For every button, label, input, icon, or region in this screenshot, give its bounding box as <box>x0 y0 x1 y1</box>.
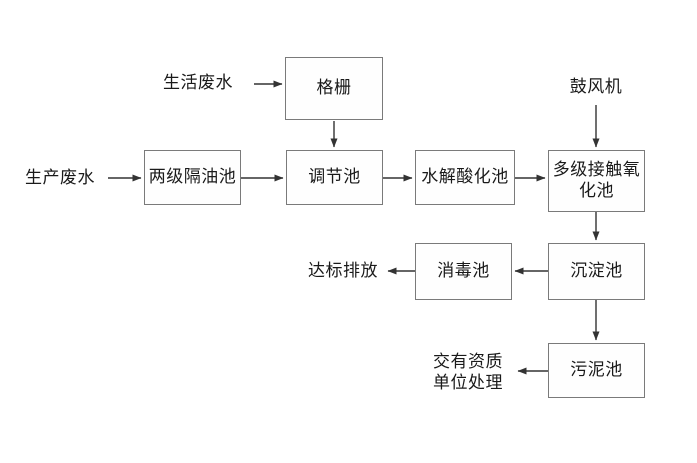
process-box-tiaojiechi[interactable]: 调节池 <box>286 150 383 205</box>
process-box-geshan[interactable]: 格栅 <box>285 57 383 120</box>
label-dabiao_paifang: 达标排放 <box>308 260 378 281</box>
process-box-chendianchi[interactable]: 沉淀池 <box>548 243 645 300</box>
label-shenghuo_feishui: 生活废水 <box>163 72 233 93</box>
label-jiaoyou_zizhi: 交有资质 单位处理 <box>433 352 503 393</box>
process-box-liangji_geyouchi[interactable]: 两级隔油池 <box>144 150 241 205</box>
process-box-xiaoduchi[interactable]: 消毒池 <box>415 243 512 300</box>
label-shengchan_feishui: 生产废水 <box>25 167 95 188</box>
label-gushu_shanji: 鼓风机 <box>569 76 623 97</box>
process-box-wunichi[interactable]: 污泥池 <box>548 343 645 398</box>
process-box-duoji_jiechu[interactable]: 多级接触氧 化池 <box>548 150 645 212</box>
process-box-shuijie_suanhua[interactable]: 水解酸化池 <box>415 150 515 205</box>
